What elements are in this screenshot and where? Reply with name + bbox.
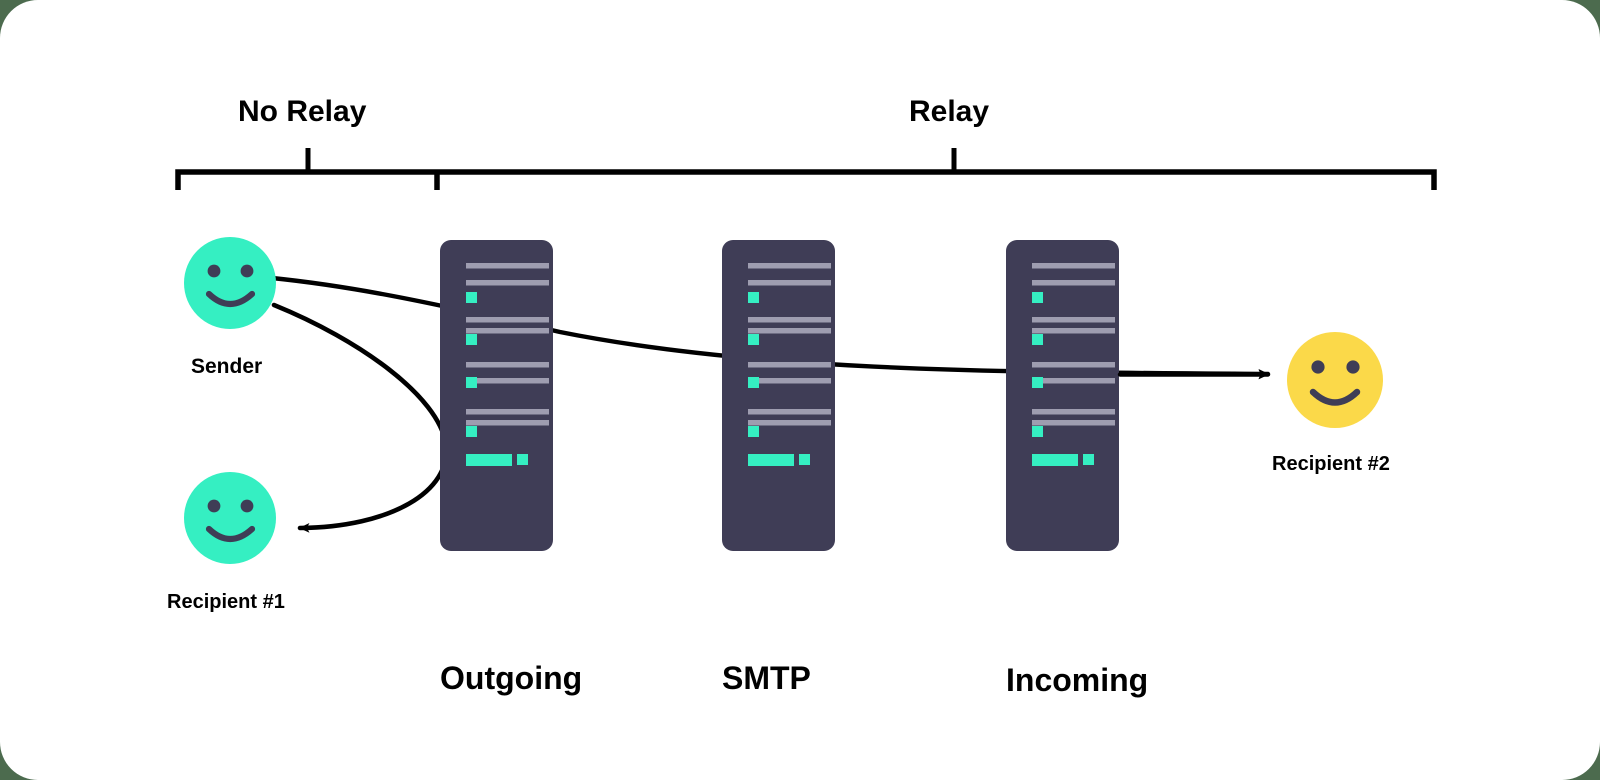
person-label-recipient-2: Recipient #2 (1272, 453, 1390, 475)
server-indicator (748, 426, 759, 437)
server-line (1032, 420, 1115, 426)
person-recipient-1[interactable] (184, 472, 276, 564)
server-line (1032, 409, 1115, 415)
server-line (748, 328, 831, 334)
server-indicator (1032, 334, 1043, 345)
server-indicator (1032, 377, 1043, 388)
server-incoming-mail-server[interactable] (1006, 240, 1119, 551)
server-indicator (748, 377, 759, 388)
server-line (1032, 280, 1115, 286)
server-body (722, 240, 835, 551)
server-line (1032, 378, 1115, 384)
server-line (748, 317, 831, 323)
eye-right-icon (1346, 360, 1360, 374)
arrow-loopback-to-recipient-1 (271, 302, 449, 533)
server-line (466, 280, 549, 286)
eye-left-icon (1311, 360, 1325, 374)
server-status-indicator (1083, 454, 1094, 465)
server-line (466, 362, 549, 368)
server-label-line1: Outgoing (440, 660, 583, 697)
eye-left-icon (207, 264, 221, 278)
server-line (466, 317, 549, 323)
eye-left-icon (207, 499, 221, 513)
bracket-group (175, 148, 1437, 190)
server-indicator (1032, 292, 1043, 303)
server-line (466, 328, 549, 334)
server-label-line1: SMTP (722, 660, 811, 697)
person-recipient-2[interactable] (1287, 332, 1383, 428)
server-body (440, 240, 553, 551)
bracket-label-no-relay: No Relay (238, 95, 367, 128)
smile-icon (205, 290, 256, 308)
server-line (748, 409, 831, 415)
server-indicator (466, 334, 477, 345)
server-smtp-relay-server[interactable] (722, 240, 835, 551)
server-line (466, 409, 549, 415)
person-label-recipient-1: Recipient #1 (167, 591, 285, 613)
server-line (748, 280, 831, 286)
server-outgoing-mail-server[interactable] (440, 240, 553, 551)
server-label-line2: Mail Server (440, 776, 611, 780)
server-indicator (748, 292, 759, 303)
server-indicator (1032, 426, 1043, 437)
server-status-indicator (799, 454, 810, 465)
person-sender[interactable] (184, 237, 276, 329)
server-line (748, 263, 831, 269)
server-label-outgoing-mail-server: Outgoing Mail Server (440, 581, 611, 780)
eye-right-icon (240, 499, 254, 513)
server-line (1032, 328, 1115, 334)
server-status-bar (1032, 454, 1078, 466)
server-line (1032, 317, 1115, 323)
server-line (1032, 263, 1115, 269)
server-line (466, 263, 549, 269)
server-status-bar (748, 454, 794, 466)
server-indicator (748, 334, 759, 345)
bracket-outer (175, 169, 1437, 190)
server-indicator (466, 426, 477, 437)
server-indicator (466, 292, 477, 303)
loopback-flow-line (271, 302, 449, 533)
server-label-incoming-mail-server: Incoming Mail Server (1006, 583, 1177, 780)
smile-icon (1309, 388, 1361, 406)
server-indicator (466, 377, 477, 388)
server-label-line2: Relay Server (722, 776, 916, 780)
server-label-smtp-relay-server: SMTP Relay Server (722, 581, 916, 780)
server-line (1032, 362, 1115, 368)
server-status-indicator (517, 454, 528, 465)
smile-icon (205, 525, 256, 543)
server-body (1006, 240, 1119, 551)
person-label-sender: Sender (191, 355, 263, 378)
server-line (466, 420, 549, 426)
server-label-line1: Incoming (1006, 662, 1149, 699)
server-line (748, 362, 831, 368)
avatar-circle (184, 237, 276, 329)
server-line (466, 378, 549, 384)
avatar-circle (1287, 332, 1383, 428)
server-line (748, 420, 831, 426)
avatar-circle (184, 472, 276, 564)
server-status-bar (466, 454, 512, 466)
eye-right-icon (240, 264, 254, 278)
server-line (748, 378, 831, 384)
bracket-label-relay: Relay (909, 95, 990, 128)
